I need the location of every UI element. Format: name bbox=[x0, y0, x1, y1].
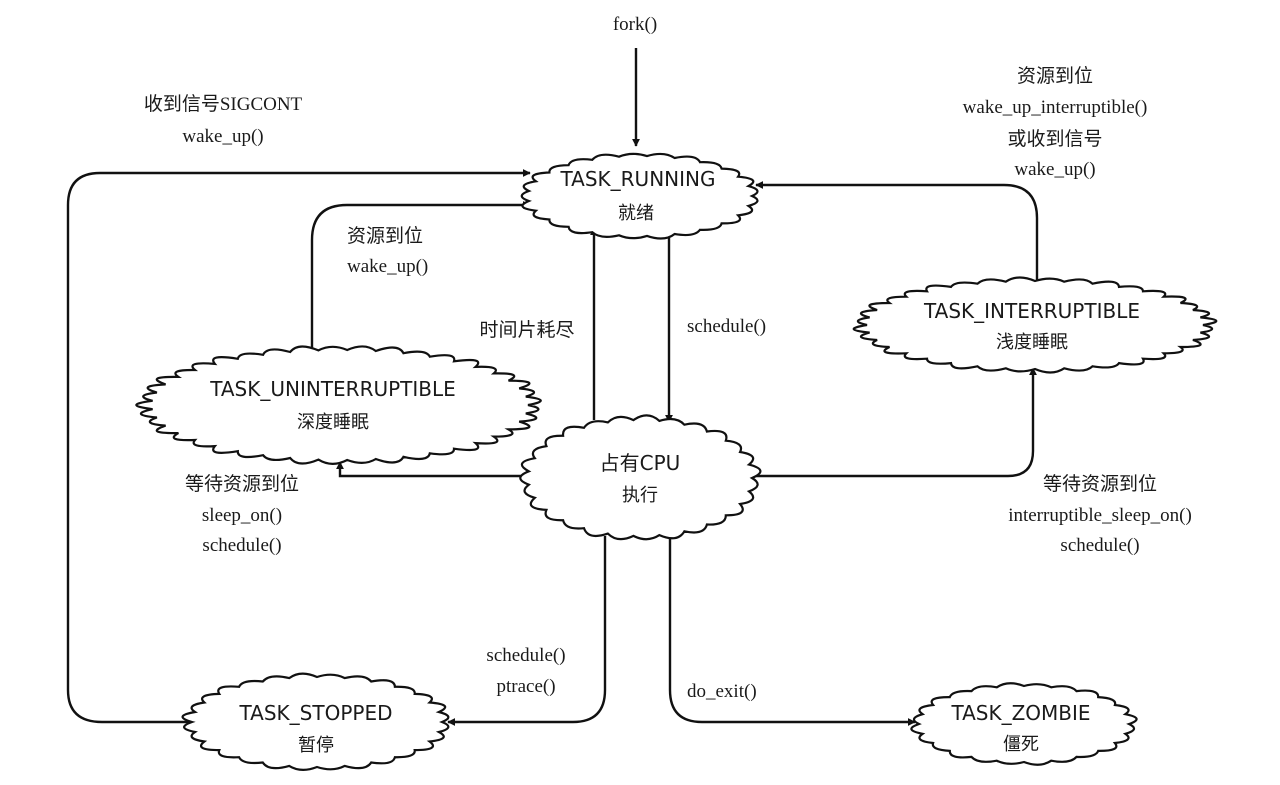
cloud-shape bbox=[520, 152, 759, 240]
cloud-shape bbox=[181, 672, 450, 771]
state-name: TASK_STOPPED bbox=[239, 701, 393, 725]
edges bbox=[66, 48, 1039, 726]
label-fork: fork() bbox=[613, 14, 657, 35]
edge-cpu-to-unint bbox=[336, 461, 527, 478]
state-label: 暂停 bbox=[298, 735, 334, 756]
edge-cpu-to-stopped bbox=[447, 536, 607, 726]
state-name: TASK_UNINTERRUPTIBLE bbox=[209, 377, 456, 401]
state-name: TASK_RUNNING bbox=[560, 167, 716, 191]
state-interruptible: TASK_INTERRUPTIBLE 浅度睡眠 bbox=[852, 276, 1218, 374]
edge-label-line: schedule() bbox=[202, 535, 281, 556]
edge-label-line: schedule() bbox=[486, 645, 565, 666]
edge-unint-to-running bbox=[310, 201, 531, 352]
state-uninterruptible: TASK_UNINTERRUPTIBLE 深度睡眠 bbox=[135, 345, 542, 465]
state-label: 就绪 bbox=[618, 203, 654, 224]
edge-label-line: 资源到位 bbox=[1017, 65, 1093, 87]
label-cpu-to-int: 等待资源到位 interruptible_sleep_on() schedule… bbox=[1008, 473, 1192, 556]
edge-label-line: wake_up() bbox=[347, 256, 428, 277]
edge-label-line: schedule() bbox=[1060, 535, 1139, 556]
cloud-shape bbox=[852, 276, 1218, 374]
edge-label-line: 资源到位 bbox=[347, 225, 423, 247]
edge-label-line: 等待资源到位 bbox=[1043, 473, 1157, 495]
label-cpu-to-running: 时间片耗尽 bbox=[479, 319, 574, 341]
edge-label-line: wake_up_interruptible() bbox=[963, 97, 1148, 118]
state-running: TASK_RUNNING 就绪 bbox=[520, 152, 759, 240]
label-cpu-to-unint: 等待资源到位 sleep_on() schedule() bbox=[185, 473, 299, 556]
edge-label-line: interruptible_sleep_on() bbox=[1008, 505, 1192, 526]
edge-label-line: 收到信号SIGCONT bbox=[144, 93, 303, 115]
edge-label-line: ptrace() bbox=[496, 676, 555, 697]
cloud-shape bbox=[135, 345, 542, 465]
edge-label-line: 或收到信号 bbox=[1007, 128, 1102, 150]
state-label: 僵死 bbox=[1003, 734, 1039, 755]
edge-stopped-to-running bbox=[66, 169, 531, 724]
state-label: 浅度睡眠 bbox=[996, 332, 1068, 353]
edge-label-line: 时间片耗尽 bbox=[479, 319, 574, 341]
state-name: TASK_INTERRUPTIBLE bbox=[923, 299, 1140, 323]
state-name: TASK_ZOMBIE bbox=[950, 701, 1090, 725]
edge-label-line: sleep_on() bbox=[202, 505, 282, 526]
cloud-shape bbox=[519, 414, 762, 541]
label-unint-to-running: 资源到位 wake_up() bbox=[347, 225, 428, 277]
edge-label-line: schedule() bbox=[687, 316, 766, 337]
state-label: 深度睡眠 bbox=[297, 412, 369, 433]
edge-cpu-to-int bbox=[752, 367, 1037, 478]
edge-label-line: do_exit() bbox=[687, 681, 757, 702]
state-name: 占有CPU bbox=[600, 451, 681, 475]
label-cpu-to-zombie: do_exit() bbox=[687, 681, 757, 702]
cloud-shape bbox=[910, 682, 1138, 766]
edge-label-line: 等待资源到位 bbox=[185, 473, 299, 495]
state-label: 执行 bbox=[622, 485, 658, 506]
edge-cpu-to-zombie bbox=[668, 536, 916, 726]
label-cpu-to-stopped: schedule() ptrace() bbox=[486, 645, 565, 697]
state-cpu: 占有CPU 执行 bbox=[519, 414, 762, 541]
edge-int-to-running bbox=[755, 181, 1039, 283]
state-zombie: TASK_ZOMBIE 僵死 bbox=[910, 682, 1138, 766]
label-int-to-running: 资源到位 wake_up_interruptible() 或收到信号 wake_… bbox=[963, 65, 1148, 180]
edge-label-line: fork() bbox=[613, 14, 657, 35]
state-stopped: TASK_STOPPED 暂停 bbox=[181, 672, 450, 771]
label-running-to-cpu: schedule() bbox=[687, 316, 766, 337]
edge-label-line: wake_up() bbox=[182, 126, 263, 147]
label-stopped-to-running: 收到信号SIGCONT wake_up() bbox=[144, 93, 303, 147]
edge-label-line: wake_up() bbox=[1014, 159, 1095, 180]
